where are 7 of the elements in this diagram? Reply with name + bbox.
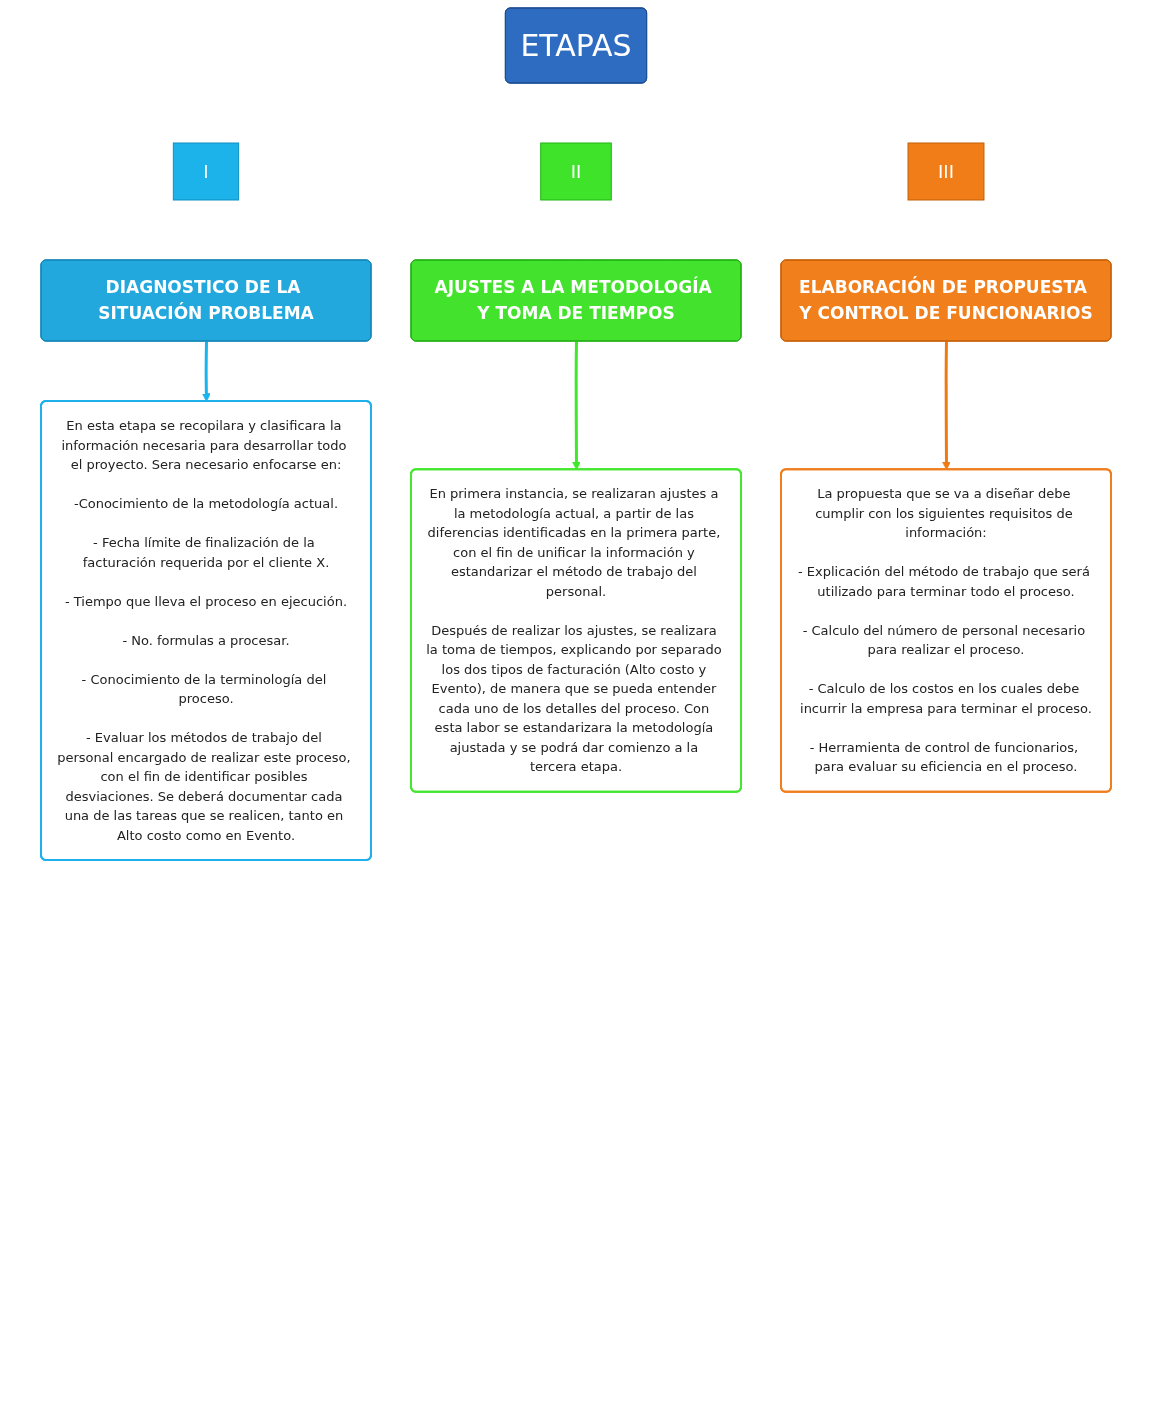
arrow bbox=[942, 341, 951, 471]
node-box: I bbox=[172, 142, 240, 201]
arrow bbox=[201, 341, 211, 402]
node-box: III bbox=[907, 142, 985, 201]
node-text: En esta etapa se recopilara y clasificara la información necesaria para desarrollar todo el proyecto. Sera necesario enfocarse en: -Conocimiento de la metodología actual. - Fecha límite de finalización de la facturación requerida por el cliente X. - Tiempo que lleva el proceso en ejecución. - No. formulas a procesar. - Conocimiento de la terminología del proceso. - Evaluar los métodos de trabajo del personal encargado de realizar este proceso, con el fin de identificar posibles desviaciones. Se deberá documentar cada una de las tareas que se realicen, tanto en Alto costo como en Evento. bbox=[57, 418, 351, 843]
arrow bbox=[572, 341, 581, 471]
node-box: II bbox=[540, 142, 612, 201]
